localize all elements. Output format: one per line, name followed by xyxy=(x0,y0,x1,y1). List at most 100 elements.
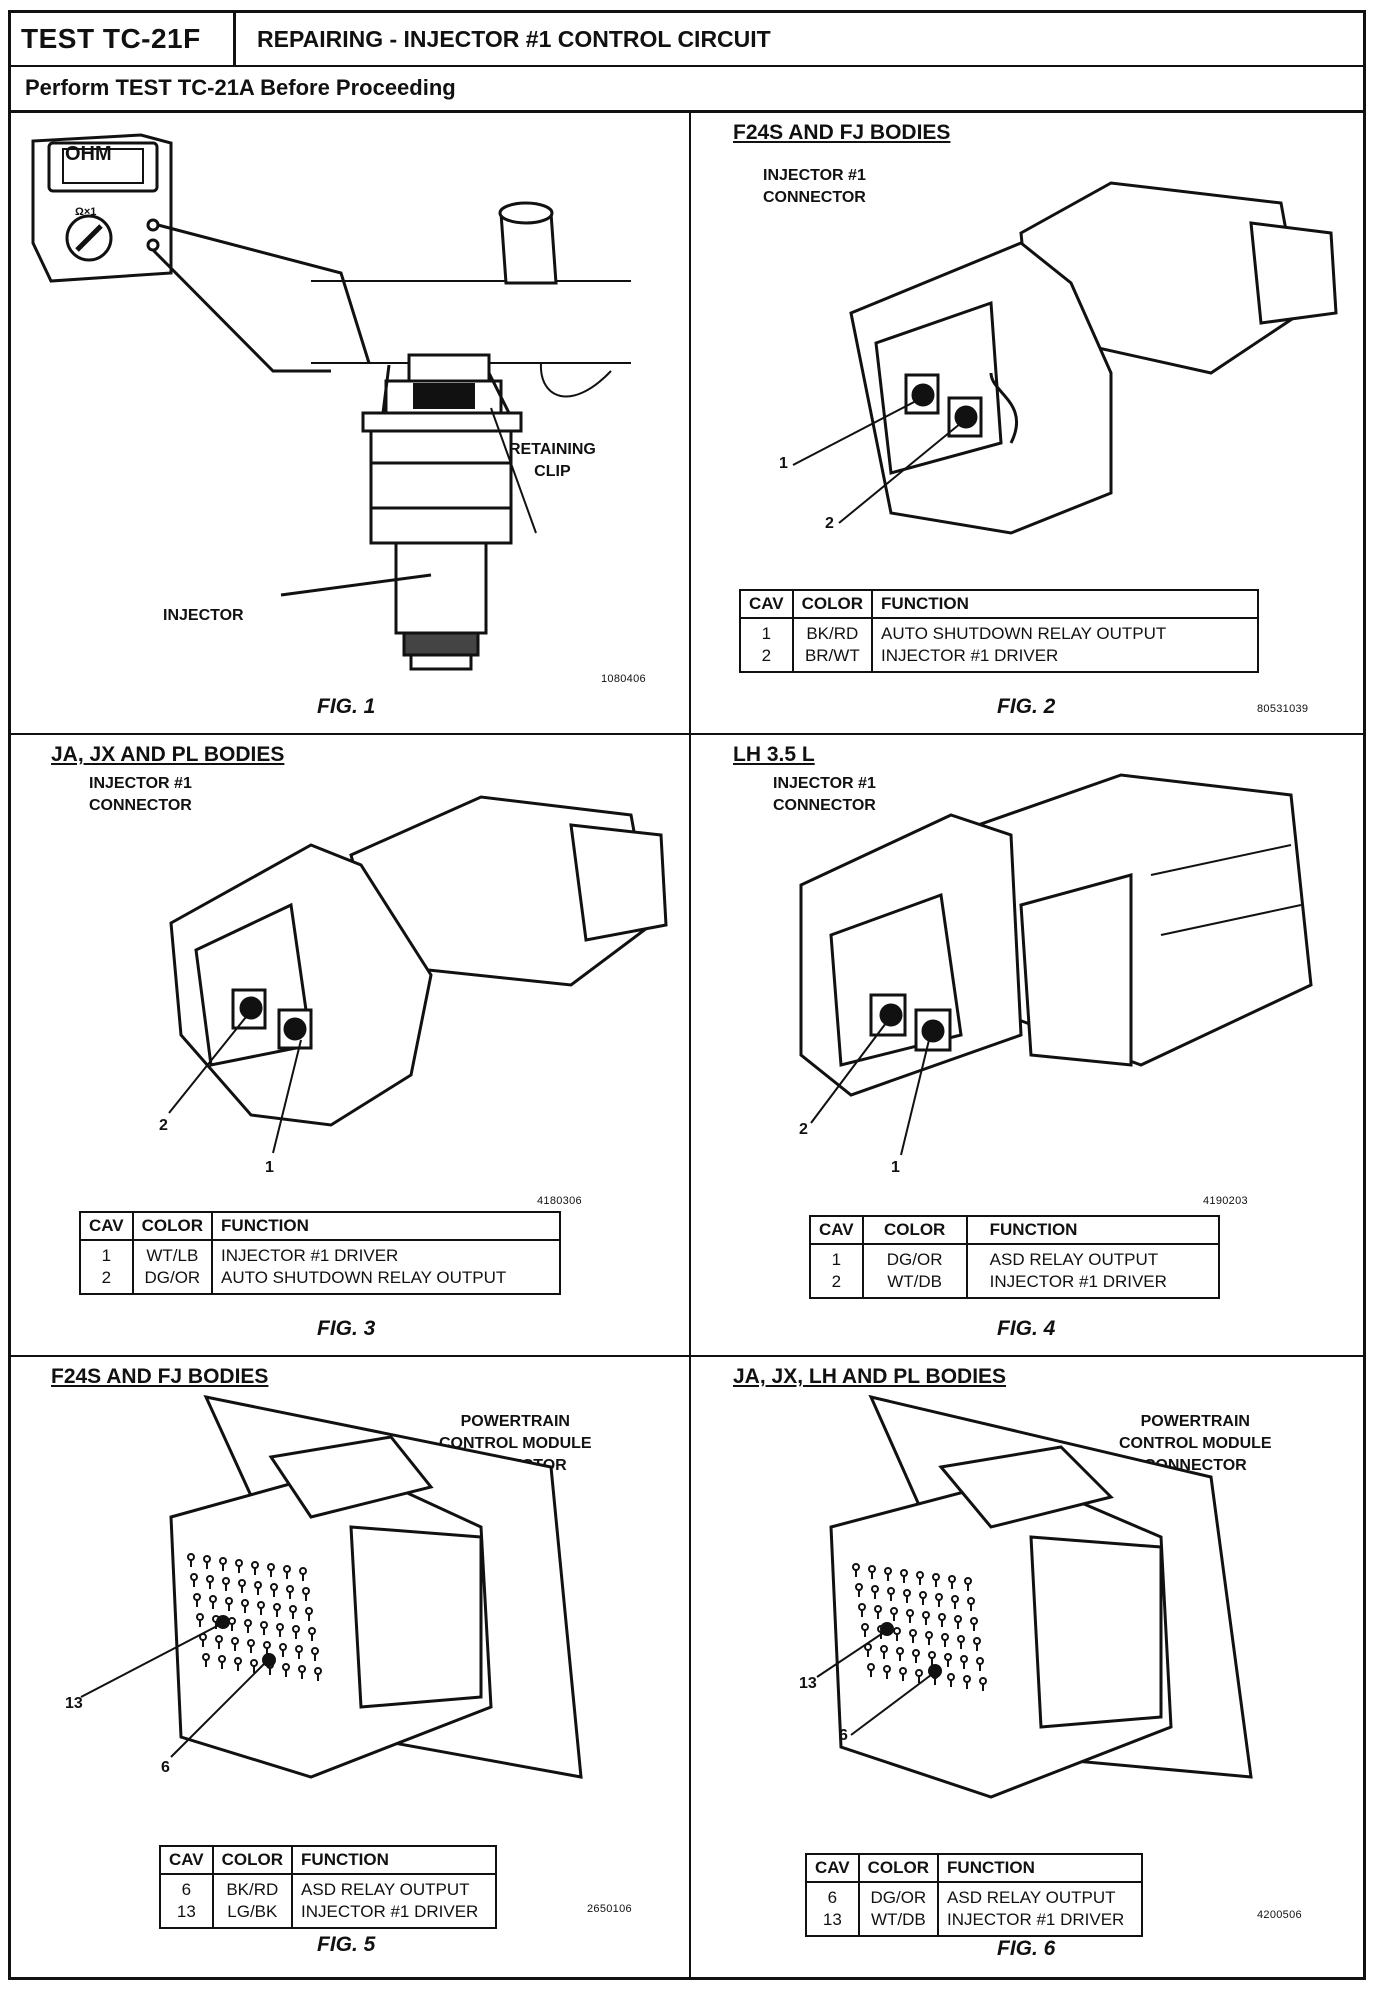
callout-13: 13 xyxy=(65,1695,83,1712)
cell-function: ASD RELAY OUTPUT xyxy=(291,1874,498,1901)
callout-1: 1 xyxy=(779,455,788,472)
meter-display-text: OHM xyxy=(65,143,112,165)
pcm-connector-illustration xyxy=(816,1394,1253,1799)
cell-function: AUTO SHUTDOWN RELAY OUTPUT xyxy=(211,1267,562,1295)
callout-13: 13 xyxy=(799,1675,817,1692)
figure-3-panel: JA, JX AND PL BODIES INJECTOR #1 CONNECT… xyxy=(11,735,691,1357)
callout-1: 1 xyxy=(265,1159,274,1176)
th-cav: CAV xyxy=(805,1853,860,1883)
figure-2-panel: F24S AND FJ BODIES INJECTOR #1 CONNECTOR… xyxy=(691,113,1363,735)
cell-cav: 2 xyxy=(79,1267,134,1295)
connector-label: INJECTOR #1 CONNECTOR xyxy=(763,167,866,206)
callout-2: 2 xyxy=(799,1121,808,1138)
figure-caption: FIG. 4 xyxy=(997,1317,1056,1340)
th-function: FUNCTION xyxy=(291,1845,498,1875)
callout-1: 1 xyxy=(891,1159,900,1176)
figure-6-panel: JA, JX, LH AND PL BODIES POWERTRAIN CONT… xyxy=(691,1357,1363,1977)
figure-caption: FIG. 3 xyxy=(317,1317,376,1340)
panel-heading: F24S AND FJ BODIES xyxy=(733,121,951,144)
th-function: FUNCTION xyxy=(965,1215,1220,1245)
figure-code: 2650106 xyxy=(587,1903,632,1915)
cell-function: AUTO SHUTDOWN RELAY OUTPUT xyxy=(871,618,1260,645)
figure-caption: FIG. 5 xyxy=(317,1933,376,1956)
th-color: COLOR xyxy=(791,589,874,619)
prerequisite-note: Perform TEST TC-21A Before Proceeding xyxy=(11,65,1363,113)
figure-code: 4180306 xyxy=(537,1195,582,1207)
cell-function: ASD RELAY OUTPUT xyxy=(965,1244,1220,1271)
callout-6: 6 xyxy=(839,1727,848,1744)
figure-4-panel: LH 3.5 L INJECTOR #1 CONNECTOR 2 xyxy=(691,735,1363,1357)
cell-function: INJECTOR #1 DRIVER xyxy=(965,1271,1220,1299)
title-bar: TEST TC-21F REPAIRING - INJECTOR #1 CONT… xyxy=(11,13,1363,67)
panel-heading: JA, JX AND PL BODIES xyxy=(51,743,285,766)
injector-connector-illustration xyxy=(799,773,1313,1156)
cell-color: DG/OR xyxy=(857,1882,940,1909)
cell-cav: 6 xyxy=(805,1882,860,1909)
cell-cav: 13 xyxy=(159,1901,214,1929)
cell-function: INJECTOR #1 DRIVER xyxy=(871,645,1260,673)
injector-label: INJECTOR xyxy=(163,607,244,624)
figure-code: 4200506 xyxy=(1257,1909,1302,1921)
panel-heading: JA, JX, LH AND PL BODIES xyxy=(733,1365,1007,1388)
cell-color: BR/WT xyxy=(791,645,874,673)
panel-heading: LH 3.5 L xyxy=(733,743,815,766)
injector-connector-illustration xyxy=(168,795,668,1154)
callout-6: 6 xyxy=(161,1759,170,1776)
figure-caption: FIG. 6 xyxy=(997,1937,1056,1960)
cell-color: WT/DB xyxy=(861,1271,968,1299)
panel-heading: F24S AND FJ BODIES xyxy=(51,1365,269,1388)
cell-cav: 1 xyxy=(79,1240,134,1267)
cell-color: DG/OR xyxy=(131,1267,214,1295)
meter-range-text: Ω×1 xyxy=(75,206,97,218)
cell-cav: 2 xyxy=(809,1271,864,1299)
cell-cav: 2 xyxy=(739,645,794,673)
th-color: COLOR xyxy=(131,1211,214,1241)
figure-caption: FIG. 2 xyxy=(997,695,1056,718)
cell-color: WT/DB xyxy=(857,1909,940,1937)
cell-color: BK/RD xyxy=(211,1874,294,1901)
cell-color: DG/OR xyxy=(861,1244,968,1271)
figure-code: 1080406 xyxy=(601,673,646,685)
th-function: FUNCTION xyxy=(871,589,1260,619)
th-function: FUNCTION xyxy=(211,1211,562,1241)
cell-color: BK/RD xyxy=(791,618,874,645)
figure-code: 4190203 xyxy=(1203,1195,1248,1207)
th-cav: CAV xyxy=(159,1845,214,1875)
connector-label: INJECTOR #1 CONNECTOR xyxy=(773,775,876,814)
figure-1-panel: OHM Ω×1 RETAINING CLIP INJECTOR 1080406 … xyxy=(11,113,691,735)
th-color: COLOR xyxy=(211,1845,294,1875)
cell-color: WT/LB xyxy=(131,1240,214,1267)
callout-2: 2 xyxy=(159,1117,168,1134)
cell-color: LG/BK xyxy=(211,1901,294,1929)
th-color: COLOR xyxy=(857,1853,940,1883)
injector-connector-illustration xyxy=(792,181,1338,535)
th-cav: CAV xyxy=(79,1211,134,1241)
th-color: COLOR xyxy=(861,1215,968,1245)
retaining-clip-label: RETAINING CLIP xyxy=(509,441,596,480)
cell-cav: 6 xyxy=(159,1874,214,1901)
connector-label: INJECTOR #1 CONNECTOR xyxy=(89,775,192,814)
test-id: TEST TC-21F xyxy=(11,13,236,65)
figure-caption: FIG. 1 xyxy=(317,695,376,718)
th-cav: CAV xyxy=(809,1215,864,1245)
document-frame: TEST TC-21F REPAIRING - INJECTOR #1 CONT… xyxy=(8,10,1366,1980)
th-cav: CAV xyxy=(739,589,794,619)
pcm-connector-illustration xyxy=(80,1394,583,1779)
callout-2: 2 xyxy=(825,515,834,532)
cell-function: INJECTOR #1 DRIVER xyxy=(937,1909,1144,1937)
figure-5-panel: F24S AND FJ BODIES POWERTRAIN CONTROL MO… xyxy=(11,1357,691,1977)
cell-cav: 13 xyxy=(805,1909,860,1937)
page-title: REPAIRING - INJECTOR #1 CONTROL CIRCUIT xyxy=(257,25,771,52)
cell-function: INJECTOR #1 DRIVER xyxy=(291,1901,498,1929)
cell-function: ASD RELAY OUTPUT xyxy=(937,1882,1144,1909)
cell-function: INJECTOR #1 DRIVER xyxy=(211,1240,562,1267)
cell-cav: 1 xyxy=(809,1244,864,1271)
th-function: FUNCTION xyxy=(937,1853,1144,1883)
figure-code: 80531039 xyxy=(1257,703,1309,715)
cell-cav: 1 xyxy=(739,618,794,645)
